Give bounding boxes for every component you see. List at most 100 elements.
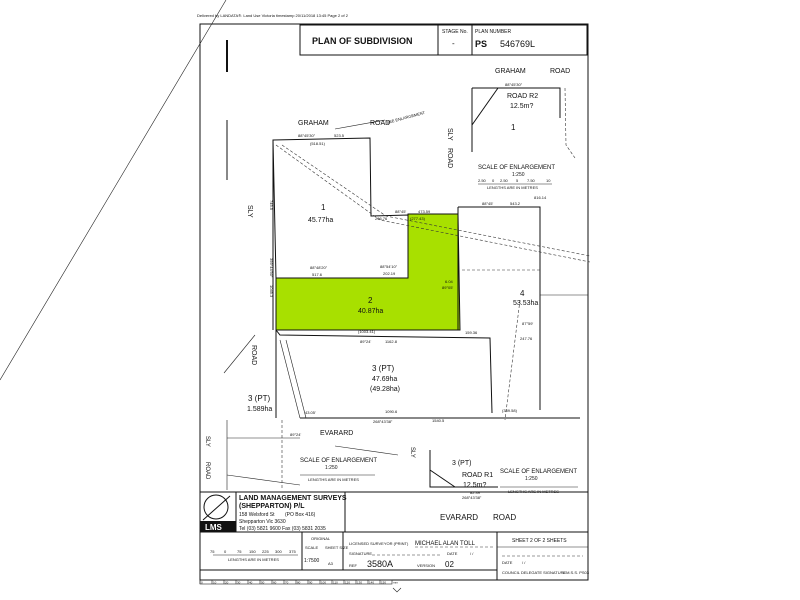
logo-text: LMS [205,523,223,532]
scale-tick: 2.50 [478,178,487,183]
scale-units: LENGTHS ARE IN METRES [487,185,538,190]
lot-4-label: 4 [520,289,525,298]
firm-phone: Tel (03) 5821 9600 Fax (03) 5831 2035 [239,526,326,532]
ruler-label: 0 [201,581,203,585]
lot-3b-label: 3 (PT) [248,394,271,403]
title-block: LMS LAND MANAGEMENT SURVEYS (SHEPPARTON)… [199,491,589,581]
ruler-label: 100 [321,581,326,585]
lot-3-label: 3 (PT) [372,364,395,373]
dim: (277.43) [410,216,426,221]
scale-tick: 150 [249,549,256,554]
lot-1-label: 1 [321,203,326,212]
firm-name-2: (SHEPPARTON) P/L [239,503,305,510]
scale-ratio: 1:250 [525,476,538,482]
scale-value: 1:7500 [304,558,320,564]
version-label: VERSION [417,563,435,568]
dim: 89°24' [360,339,371,344]
surveyor-label: LICENSED SURVEYOR (PRINT) [349,541,409,546]
scale-tick: 375 [289,549,296,554]
dim: 88°54'10" [380,264,398,269]
scale-tick: 0 [224,549,227,554]
plan-title: PLAN OF SUBDIVISION [312,36,413,46]
scale-tick: 7.50 [527,178,536,183]
dim: 1540.5 [432,418,445,423]
dim: 247.76 [520,336,533,341]
delivery-note: Delivered by LANDATA®. Land Use Victoria… [197,13,349,18]
scale-title: SCALE OF ENLARGEMENT [300,458,377,464]
plan-number: 546769L [500,39,535,49]
sly-road-label-south-2: ROAD [204,462,210,480]
scale-tick: 75 [237,549,242,554]
lot-3-area: 47.69ha [372,376,397,383]
scale-units: LENGTHS ARE IN METRES [308,477,359,482]
dim: 89°24' [290,432,301,437]
header-block: PLAN OF SUBDIVISION STAGE No. - PLAN NUM… [299,24,588,56]
ruler-unit: mm [393,581,398,585]
enl-bottom-lot: 3 (PT) [452,460,471,467]
sheet-size-value: A3 [328,561,334,566]
lot-2-label: 2 [368,296,373,305]
lot-4-area: 53.53ha [513,300,538,307]
lot-3b-area: 1.589ha [247,406,272,413]
date-label: DATE [447,551,458,556]
firm-street: 158 Welsford St [239,512,275,518]
lms-logo: LMS [199,491,237,533]
sly-road-label-north: SLY [446,128,453,141]
plan-number-label: PLAN NUMBER [475,29,512,35]
dim: 88°48'20" [310,265,328,270]
dim: 517.6 [312,272,323,277]
dim: (1003.41) [358,329,376,334]
ruler-label: 70 [285,581,289,585]
dim: 816.14 [534,195,547,200]
sheet-count: SHEET 2 OF 2 SHEETS [512,538,567,544]
sheet-size-label: SHEET SIZE [325,545,349,550]
stage-value: - [452,39,455,48]
dim: 88°45' [395,209,406,214]
dimension-labels: 88°45'30" 523.5 (518.51) 88°45' 473.59 2… [269,133,547,437]
original-label: ORIGINAL [311,536,331,541]
scale-tick: 225 [262,549,269,554]
lot-3-area-alt: (49.28ha) [370,386,400,393]
road-r2-width: 12.5m? [510,103,533,110]
road-r1-width: 12.5m? [463,482,486,489]
sly-road-label-west: SLY [246,205,253,218]
ruler-label: 80 [297,581,301,585]
dim: 473.59 [418,209,431,214]
enlargement-bottom: 3 (PT) ROAD R1 12.5m? 268°43'38" 82.39 E… [429,450,578,522]
scale-title: SCALE OF ENLARGEMENT [500,469,577,475]
enl-bottom-bearing: 268°43'38" [462,495,482,500]
scale-tick: 2.50 [500,178,509,183]
scale-tick: 75 [210,549,215,554]
dim: 523.5 [334,133,345,138]
lot-3-boundary [275,329,580,419]
sly-road-label-north-2: ROAD [446,148,453,168]
scale-units: LENGTHS ARE IN METRES [228,557,279,562]
dim: (339.58) [502,408,518,413]
graham-road-label-2: ROAD [370,120,390,127]
dim: 268°43'38" [373,419,393,424]
dim: 1049.3 [269,285,274,298]
dim: 88°45'30" [298,133,316,138]
ruler-label: 140 [369,581,374,585]
firm-name: LAND MANAGEMENT SURVEYS [239,495,347,502]
firm-po-box: (PO Box 416) [285,512,316,518]
ruler-label: 120 [345,581,350,585]
ruler-label: 40 [249,581,253,585]
ref-label: REF [349,563,358,568]
lot-1-area: 45.77ha [308,217,333,224]
enl-top-lot: 1 [511,123,516,132]
dim: 159.36 [465,330,478,335]
scale-of-enlargement-top: SCALE OF ENLARGEMENT 1:250 2.50 0 2.50 5… [478,165,555,190]
ruler-label: 50 [261,581,265,585]
dim: 89°05' [442,285,453,290]
dim: 745.5 [269,200,274,211]
sly-road-label-west-2: ROAD [250,345,257,365]
firm-city: Shepparton Vic 3630 [239,519,286,525]
scale-ratio: 1:250 [512,172,525,178]
evarard-road-label: EVARARD [320,430,353,437]
see-enlargement-note: SEE ENLARGEMENT [386,110,426,125]
ruler-label: 130 [357,581,362,585]
scale-label: SCALE [305,545,318,550]
lot-2-area: 40.87ha [358,308,383,315]
